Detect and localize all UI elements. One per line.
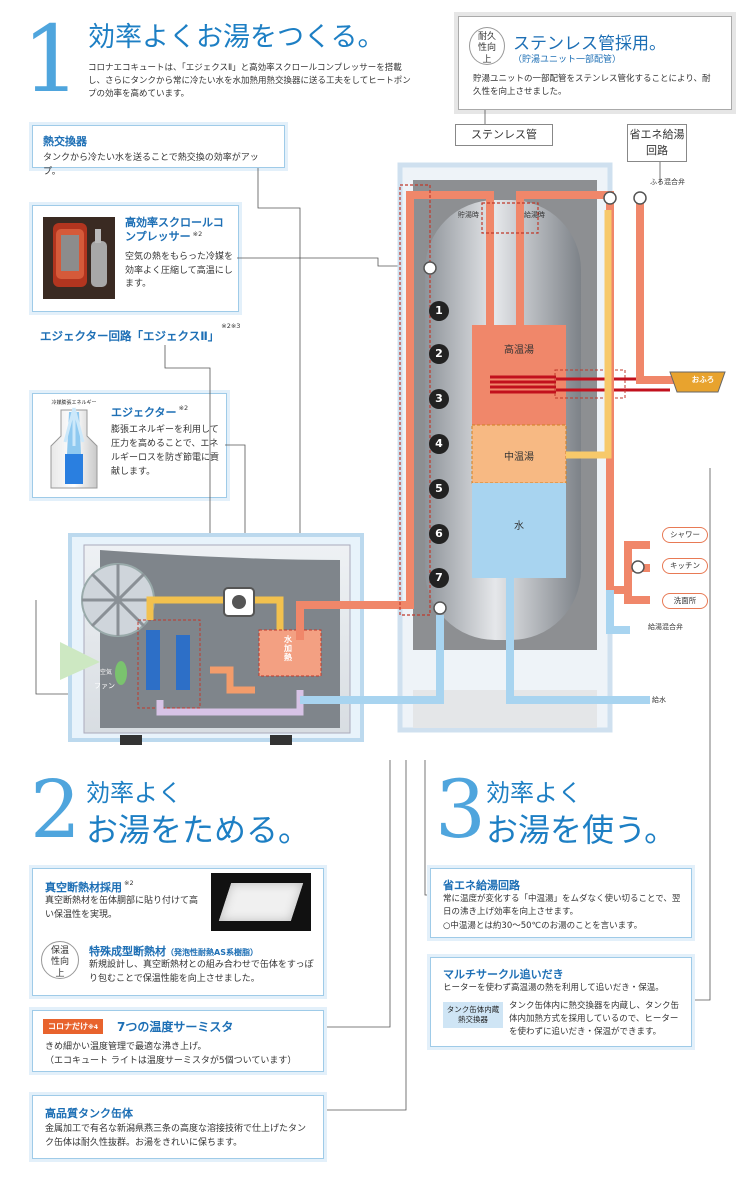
- fan-label: ファン: [94, 682, 115, 690]
- kitchen-outlet: キッチン: [662, 558, 708, 574]
- thermistor-4: 4: [429, 434, 449, 454]
- cold-water-label: 水: [514, 521, 524, 532]
- tank-body: 金属加工で有名な新潟県燕三条の高度な溶接技術で仕上げたタンク缶体は耐久性抜群。お…: [45, 1124, 307, 1148]
- stainless-pipe-box: 耐久性向上 ステンレス管採用。 （貯湯ユニット一部配管） 貯湯ユニットの一部配管…: [458, 16, 732, 110]
- air-label: 空気: [100, 669, 113, 676]
- thermistor-body1: きめ細かい温度管理で最適な沸き上げ。: [45, 1042, 207, 1052]
- insulation-box: 真空断熱材採用※2 真空断熱材を缶体胴部に貼り付けて高い保温性を実現。 保温性向…: [32, 868, 324, 996]
- thermistor-5: 5: [429, 479, 449, 499]
- multi-title: マルチサークル追いだき: [443, 968, 564, 981]
- section3-number: 3: [435, 763, 486, 856]
- section1-body: コロナエコキュートは、「エジェクスⅡ」と高効率スクロールコンプレッサーを搭載し、…: [88, 63, 411, 100]
- internal-exchanger-tag: タンク缶体内蔵熱交換器: [443, 1002, 503, 1028]
- supply-mix-valve-label: 給湯混合弁: [648, 623, 683, 631]
- tank-box: 高品質タンク缶体 金属加工で有名な新潟県燕三条の高度な溶接技術で仕上げたタンク缶…: [32, 1095, 324, 1159]
- multi-body: タンク缶体内に熱交換器を内蔵し、タンク缶体内加熱方式を採用しているので、ヒーター…: [509, 1001, 680, 1038]
- thermistor-2: 2: [429, 344, 449, 364]
- ejector-body: 膨張エネルギーを利用して圧力を高めることで、エネルギーロスを防ぎ節電に貢献します…: [111, 425, 220, 477]
- section2-title-line2: お湯をためる。: [86, 811, 311, 849]
- section1-title: 効率よくお湯をつくる。: [88, 22, 385, 53]
- water-inlet-label: 給水: [652, 696, 666, 704]
- eco-circuit-title: 省エネ給湯回路: [443, 879, 520, 892]
- section3-title-line1: 効率よく: [486, 779, 582, 807]
- eco-supply-circuit-label: 省エネ給湯回路: [627, 124, 687, 162]
- tank-title: 高品質タンク缶体: [45, 1107, 133, 1120]
- system-diagram: [35, 110, 726, 760]
- heat-exchanger-title: 熱交換器: [43, 135, 87, 148]
- special-body: 新規設計し、真空断熱材との組み合わせで缶体をすっぽり包むことで保温性能を向上させ…: [89, 960, 314, 984]
- thermistor-body2: （エコキュート ライトは温度サーミスタが5個ついています）: [45, 1056, 297, 1066]
- mid-water-label: 中温湯: [504, 452, 534, 463]
- corona-only-tag: コロナだけ※4: [43, 1019, 104, 1034]
- thermistor-box: コロナだけ※4 7つの温度サーミスタ きめ細かい温度管理で最適な沸き上げ。 （エ…: [32, 1010, 324, 1072]
- multi-circle-box: マルチサークル追いだき ヒーターを使わず高温湯の熱を利用して追いだき・保温。 タ…: [430, 957, 692, 1047]
- stainless-subtitle: （貯湯ユニット一部配管）: [513, 55, 622, 65]
- ejector-box: 冷媒膨張エネルギー エジェクター※2 膨張エネルギーを利用して圧力を高めることで…: [32, 393, 227, 498]
- thermistor-1: 1: [429, 301, 449, 321]
- svg-text:冷媒膨張エネルギー: 冷媒膨張エネルギー: [51, 399, 96, 406]
- shower-outlet: シャワー: [662, 527, 708, 543]
- store-mode-label: 貯湯時: [458, 211, 479, 219]
- special-title: 特殊成型断熱材（発泡性耐熱AS系樹脂）: [89, 945, 258, 958]
- thermistor-title: 7つの温度サーミスタ: [117, 1020, 234, 1034]
- stainless-pipe-label: ステンレス管: [455, 124, 553, 146]
- heat-exchanger-box: 熱交換器 タンクから冷たい水を送ることで熱交換の効率がアップ。: [32, 125, 285, 177]
- vacuum-body: 真空断熱材を缶体胴部に貼り付けて高い保温性を実現。: [45, 896, 199, 920]
- ejector-circuit-title: エジェクター回路「エジェクスⅡ」※2※3: [40, 322, 241, 343]
- heat-retention-badge: 保温性向上: [41, 941, 79, 979]
- compressor-title: 高効率スクロールコンプレッサー※2: [125, 216, 224, 244]
- thermistor-3: 3: [429, 389, 449, 409]
- multi-subtitle: ヒーターを使わず高温湯の熱を利用して追いだき・保温。: [443, 983, 664, 993]
- heat-exchanger-body: タンクから冷たい水を送ることで熱交換の効率がアップ。: [43, 153, 259, 177]
- vacuum-title: 真空断熱材採用※2: [45, 879, 134, 894]
- eco-circuit-box: 省エネ給湯回路 常に温度が変化する「中温湯」をムダなく使い切ることで、翌日の沸き…: [430, 868, 692, 938]
- section1-number: 1: [22, 6, 81, 113]
- stainless-body: 貯湯ユニットの一部配管をステンレス管化することにより、耐久性を向上させました。: [473, 74, 711, 97]
- bath-outlet: おふろ: [691, 375, 715, 384]
- thermistor-7: 7: [429, 568, 449, 588]
- compressor-body: 空気の熱をもらった冷媒を効率よく圧縮して高温にします。: [125, 251, 234, 290]
- compressor-image: [43, 217, 115, 299]
- stainless-title: ステンレス管採用。: [513, 34, 666, 54]
- washroom-outlet: 洗面所: [662, 593, 708, 609]
- section3-title-line2: お湯を使う。: [486, 811, 677, 849]
- section2-title-line1: 効率よく: [86, 779, 182, 807]
- thermistor-6: 6: [429, 524, 449, 544]
- eco-circuit-body: 常に温度が変化する「中温湯」をムダなく使い切ることで、翌日の沸き上げ効率を向上さ…: [443, 894, 681, 918]
- compressor-box: 高効率スクロールコンプレッサー※2 空気の熱をもらった冷媒を効率よく圧縮して高温…: [32, 205, 239, 312]
- durability-badge: 耐久性向上: [469, 27, 505, 65]
- bath-mix-valve-label: ふろ混合弁: [650, 178, 685, 186]
- supply-mode-label: 給湯時: [524, 211, 545, 219]
- vacuum-insulation-image: [211, 873, 311, 931]
- eco-circuit-note: ○中温湯とは約30～50℃のお湯のことを言います。: [443, 921, 643, 931]
- ejector-image: 冷媒膨張エネルギー: [50, 399, 98, 489]
- section2-number: 2: [30, 763, 81, 856]
- heat-pump-unit: [60, 533, 364, 745]
- ejector-title: エジェクター※2: [111, 404, 189, 419]
- water-heat-label: 水加熱: [284, 635, 292, 662]
- hot-water-label: 高温湯: [504, 345, 534, 356]
